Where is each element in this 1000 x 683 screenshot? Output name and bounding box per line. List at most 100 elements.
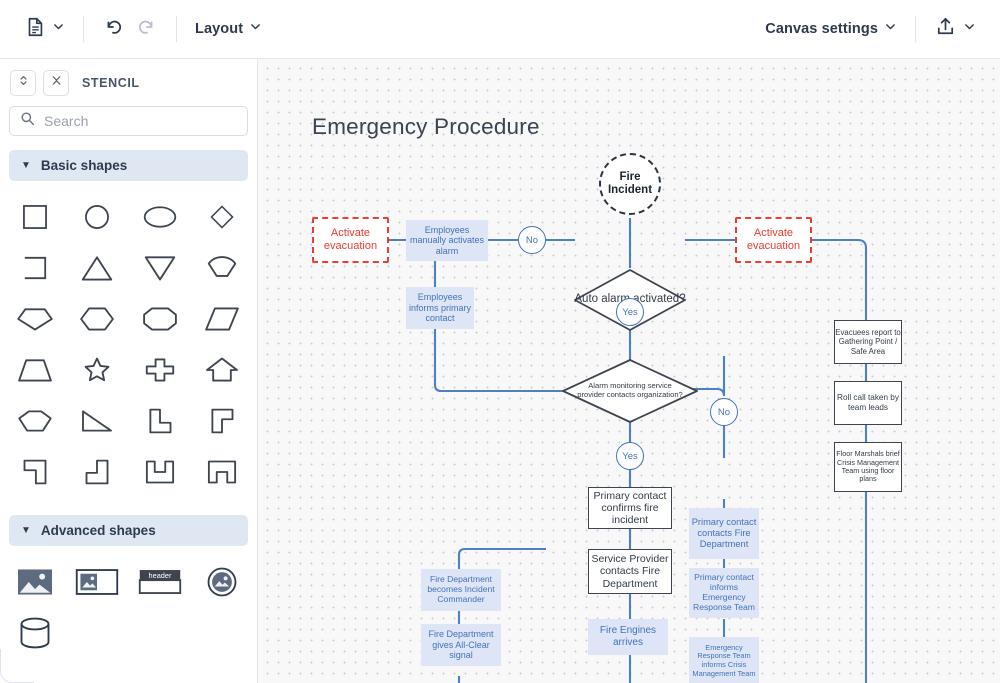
shape-zigzag-step[interactable] [66,446,128,497]
shape-right-triangle[interactable] [66,395,128,446]
undo-button[interactable] [96,12,130,46]
flowchart-title: Emergency Procedure [312,114,540,139]
edge-monitoring-no-a [684,356,726,397]
triangle-down-icon: ▼ [21,159,31,171]
redo-button[interactable] [130,12,164,46]
shape-circle[interactable] [66,191,128,242]
search-icon [20,111,35,131]
node-label: Service Provider contacts Fire Departmen… [591,553,669,590]
node-activate-evacuation-left[interactable]: Activate evacuation [312,217,389,263]
node-alarm-monitoring-label: Alarm monitoring service provider contac… [577,381,683,399]
node-fd-all-clear[interactable]: Fire Department gives All-Clear signal [421,624,501,666]
chevron-down-icon [52,20,65,38]
shape-hexagon[interactable] [66,293,128,344]
shape-parallelogram[interactable] [191,293,253,344]
share-upload-icon [934,15,957,43]
toolbar-divider-2 [176,16,177,42]
node-fire-incident[interactable]: Fire Incident [599,153,661,215]
edge-label-no-auto-alarm[interactable]: No [518,226,546,254]
shape-trapezoid[interactable] [4,344,66,395]
node-fd-incident-commander[interactable]: Fire Department becomes Incident Command… [421,569,501,611]
node-primary-informs-ert[interactable]: Primary contact informs Emergency Respon… [689,568,759,618]
document-icon [24,16,46,43]
shape-fan[interactable] [191,242,253,293]
shape-bracket[interactable] [4,242,66,293]
shape-step-down-left[interactable] [129,395,191,446]
node-label: Fire Department becomes Incident Command… [427,574,495,604]
shape-square[interactable] [4,191,66,242]
canvas-settings-label: Canvas settings [765,21,878,37]
shape-diamond[interactable] [191,191,253,242]
chevron-down-icon [249,20,262,38]
advanced-shapes-grid: header [0,546,257,658]
node-alarm-monitoring-decision[interactable]: Alarm monitoring service provider contac… [561,358,699,424]
node-primary-contact-confirms[interactable]: Primary contact confirms fire incident [588,487,672,529]
node-primary-contacts-fd[interactable]: Primary contact contacts Fire Department [689,508,759,559]
category-header-basic-shapes[interactable]: ▼ Basic shapes [9,150,248,181]
toolbar-right-group: Canvas settings [759,12,982,46]
shape-tunnel-notch[interactable] [191,446,253,497]
shape-cross[interactable] [129,344,191,395]
search-input[interactable] [44,113,237,129]
edge-label-yes-auto-alarm[interactable]: Yes [616,298,644,326]
node-service-provider-contacts-fd[interactable]: Service Provider contacts Fire Departmen… [588,549,672,594]
close-icon [50,74,63,92]
edge-label-text: No [717,406,731,418]
search-box[interactable] [9,106,248,136]
node-floor-marshals[interactable]: Floor Marshals brief Crisis Management T… [834,442,902,492]
node-roll-call[interactable]: Roll call taken by team leads [834,381,902,425]
node-label: Activate evacuation [323,227,378,252]
layout-label: Layout [195,21,244,37]
expand-collapse-button[interactable] [10,70,36,96]
undo-icon [102,16,124,43]
share-button[interactable] [928,12,982,46]
node-employees-manually-activates-alarm[interactable]: Employees manually activates alarm [406,220,488,261]
flowchart-canvas[interactable]: Emergency Procedure Fire Incident Auto a… [258,59,1000,683]
shape-triangle-up[interactable] [66,242,128,293]
stencil-sidebar: STENCIL ▼ Basic shapes [0,59,258,683]
node-activate-evacuation-right[interactable]: Activate evacuation [735,217,812,263]
shape-u-notch[interactable] [129,446,191,497]
expand-collapse-icon [17,74,30,92]
category-header-advanced-shapes[interactable]: ▼ Advanced shapes [9,515,248,546]
shape-circular-image[interactable] [191,556,253,607]
header-box-text: header [148,570,171,579]
shape-image[interactable] [4,556,66,607]
toolbar-divider-1 [83,16,84,42]
node-fire-engines-arrives[interactable]: Fire Engines arrives [588,619,668,655]
edge-evac-right-rail [807,238,868,683]
shape-heptagon[interactable] [4,395,66,446]
shape-triangle-down[interactable] [129,242,191,293]
edge-left-rail [457,547,546,569]
stencil-title: STENCIL [82,76,140,90]
node-employees-informs-primary-contact[interactable]: Employees informs primary contact [406,287,474,329]
shape-header-box[interactable]: header [129,556,191,607]
shape-step-up-right[interactable] [191,395,253,446]
shape-ellipse[interactable] [129,191,191,242]
node-ert-informs-cmt[interactable]: Emergency Response Team informs Crisis M… [689,637,759,683]
close-stencil-button[interactable] [43,70,69,96]
node-label: Primary contact informs Emergency Respon… [693,572,755,612]
shape-star[interactable] [66,344,128,395]
node-label: Fire Department gives All-Clear signal [428,629,494,661]
node-label: Employees informs primary contact [408,292,471,324]
triangle-down-icon: ▼ [21,524,31,536]
shape-arrow-up-block[interactable] [191,344,253,395]
node-evacuees-report[interactable]: Evacuees report to Gathering Point / Saf… [834,320,902,364]
category-label-basic-shapes: Basic shapes [40,158,128,173]
canvas-settings-button[interactable]: Canvas settings [759,12,903,46]
chevron-down-icon [963,20,976,38]
shape-image-caption[interactable] [66,556,128,607]
shape-notch-corner[interactable] [4,446,66,497]
edge-label-yes-monitoring[interactable]: Yes [616,442,644,470]
layout-menu-button[interactable]: Layout [189,12,268,46]
node-label: Emergency Response Team informs Crisis M… [692,642,756,678]
node-label: Roll call taken by team leads [837,393,899,412]
shape-cylinder[interactable] [4,607,66,658]
edge-label-no-monitoring[interactable]: No [710,398,738,426]
document-menu-button[interactable] [18,12,71,46]
basic-shapes-grid [0,181,257,497]
node-label: Primary contact confirms fire incident [593,489,667,527]
shape-pentagon[interactable] [4,293,66,344]
shape-octagon[interactable] [129,293,191,344]
